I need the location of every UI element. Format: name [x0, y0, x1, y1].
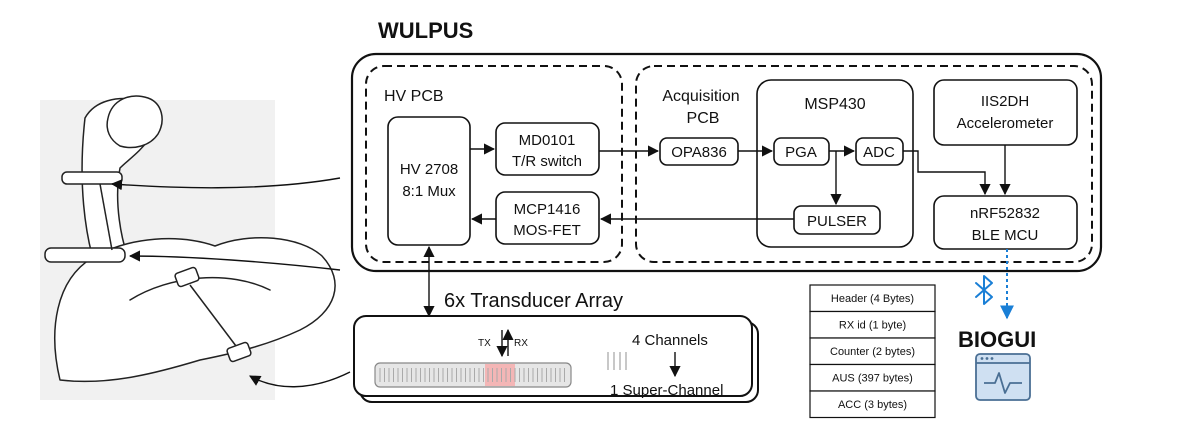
hv-pcb-label: HV PCB — [384, 88, 444, 105]
packet-row — [809, 337, 936, 366]
packet-table: Header (4 Bytes) RX id (1 byte) Counter (2… — [809, 284, 936, 419]
band-elbow — [226, 341, 252, 363]
arm-pointer-3 — [249, 371, 351, 388]
mosfet-block — [495, 191, 600, 245]
band-upper-arm — [174, 266, 200, 288]
fist-outline — [106, 95, 163, 149]
accelerometer-line2: Accelerometer — [957, 115, 1054, 132]
band-forearm — [44, 247, 126, 263]
biceps-line — [129, 276, 271, 301]
biogui-app-icon — [975, 353, 1031, 401]
tr-switch-block — [495, 122, 600, 176]
band-wrist — [61, 171, 123, 185]
accelerometer-line1: IIS2DH — [981, 93, 1029, 110]
arrow-adc-to-mcu — [903, 150, 991, 196]
strap-forearm — [99, 183, 113, 251]
transducer-title: 6x Transducer Array — [444, 290, 623, 312]
acq-pcb-label-line2: PCB — [687, 110, 720, 127]
pulser-block — [793, 205, 881, 235]
tr-switch-line1: MD0101 — [519, 132, 576, 149]
mcu-line1: nRF52832 — [970, 205, 1040, 222]
arm-pointer-1 — [110, 177, 341, 191]
pga-label: PGA — [785, 144, 817, 161]
tr-switch-line2: T/R switch — [512, 153, 582, 170]
strap-upper-arm — [189, 284, 237, 347]
packet-row-label: Counter (2 bytes) — [830, 346, 915, 358]
arm-pointer-2 — [128, 250, 341, 271]
super-channel-label: 1 Super-Channel — [610, 382, 723, 399]
channel-bars — [607, 352, 627, 370]
acq-pcb-region — [635, 65, 1093, 263]
accelerometer-block — [933, 79, 1078, 146]
channels-label: 4 Channels — [632, 332, 708, 349]
pulser-label: PULSER — [807, 213, 867, 230]
packet-row-label: ACC (3 bytes) — [838, 399, 907, 411]
diagram-title: WULPUS — [378, 18, 473, 43]
opa836-label: OPA836 — [671, 144, 727, 161]
arm-illustration — [40, 95, 351, 400]
mux-line1: HV 2708 — [400, 161, 458, 178]
transducer-strip — [374, 362, 572, 388]
biogui-label: BIOGUI — [958, 327, 1036, 352]
transducer-elements — [379, 368, 565, 382]
packet-row-label: AUS (397 bytes) — [832, 373, 913, 385]
msp430-block — [756, 79, 914, 248]
msp430-label: MSP430 — [804, 96, 865, 113]
rx-label: RX — [514, 338, 528, 349]
hv-pcb-region — [365, 65, 623, 263]
packet-row — [809, 310, 936, 339]
packet-row-label: Header (4 Bytes) — [831, 293, 914, 305]
mcu-line2: BLE MCU — [972, 227, 1039, 244]
packet-row — [809, 390, 936, 419]
bluetooth-icon — [975, 275, 993, 305]
wulpus-box — [350, 52, 1103, 273]
mosfet-line2: MOS-FET — [513, 222, 581, 239]
mux-block — [387, 116, 471, 246]
mux-line2: 8:1 Mux — [402, 183, 456, 200]
mosfet-line1: MCP1416 — [514, 201, 581, 218]
acq-pcb-label-line1: Acquisition — [662, 88, 739, 105]
mcu-block — [933, 195, 1078, 250]
packet-row-label: RX id (1 byte) — [839, 320, 906, 332]
tx-label: TX — [478, 338, 491, 349]
adc-label: ADC — [863, 144, 895, 161]
